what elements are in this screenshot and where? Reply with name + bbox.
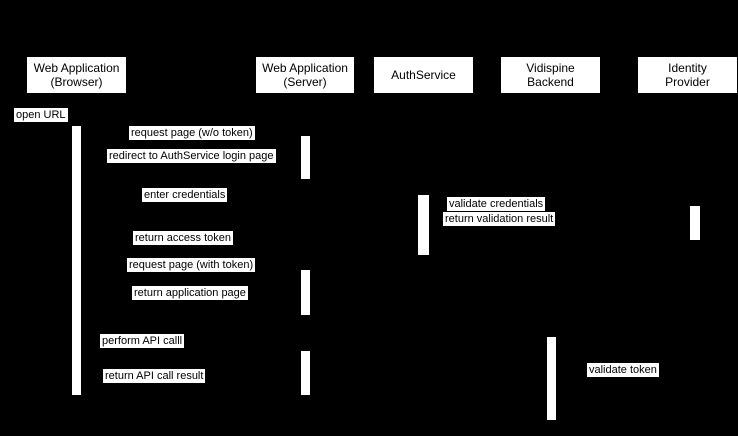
participant-label: Provider	[665, 75, 710, 89]
message-return-access-token: return access token	[133, 231, 233, 245]
activation-bar-server-1	[301, 136, 310, 179]
activation-bar-server-3	[301, 351, 310, 395]
participant-identity-provider: Identity Provider	[638, 57, 737, 93]
participant-web-application-browser: Web Application (Browser)	[27, 57, 126, 93]
participant-label: Identity	[668, 61, 707, 75]
message-return-api-call-result: return API call result	[103, 369, 206, 383]
message-open-url: open URL	[14, 108, 68, 122]
participant-label: (Browser)	[50, 75, 103, 89]
activation-bar-browser	[72, 126, 81, 395]
message-perform-api-call: perform API calll	[100, 334, 185, 348]
participant-label: Backend	[527, 75, 574, 89]
participant-label: (Server)	[283, 75, 327, 89]
message-request-page-wo-token: request page (w/o token)	[129, 126, 255, 140]
message-validate-credentials: validate credentials	[447, 197, 546, 211]
message-request-page-with-token: request page (with token)	[127, 258, 256, 272]
participant-label: Web Application	[33, 61, 120, 75]
participant-label: AuthService	[391, 68, 456, 82]
message-return-validation-result: return validation result	[443, 212, 556, 226]
activation-bar-vidispine-backend	[547, 337, 556, 420]
activation-bar-server-2	[301, 270, 310, 315]
activation-bar-identity-provider	[690, 206, 700, 240]
message-redirect-to-authservice: redirect to AuthService login page	[107, 149, 276, 163]
participant-vidispine-backend: Vidispine Backend	[501, 57, 600, 93]
participant-label: Vidispine	[526, 61, 575, 75]
activation-bar-authservice	[418, 195, 429, 255]
participant-web-application-server: Web Application (Server)	[256, 57, 354, 93]
message-return-application-page: return application page	[132, 286, 248, 300]
participant-authservice: AuthService	[374, 57, 473, 93]
message-enter-credentials: enter credentials	[142, 188, 228, 202]
message-validate-token: validate token	[587, 363, 659, 377]
participant-label: Web Application	[262, 61, 348, 75]
